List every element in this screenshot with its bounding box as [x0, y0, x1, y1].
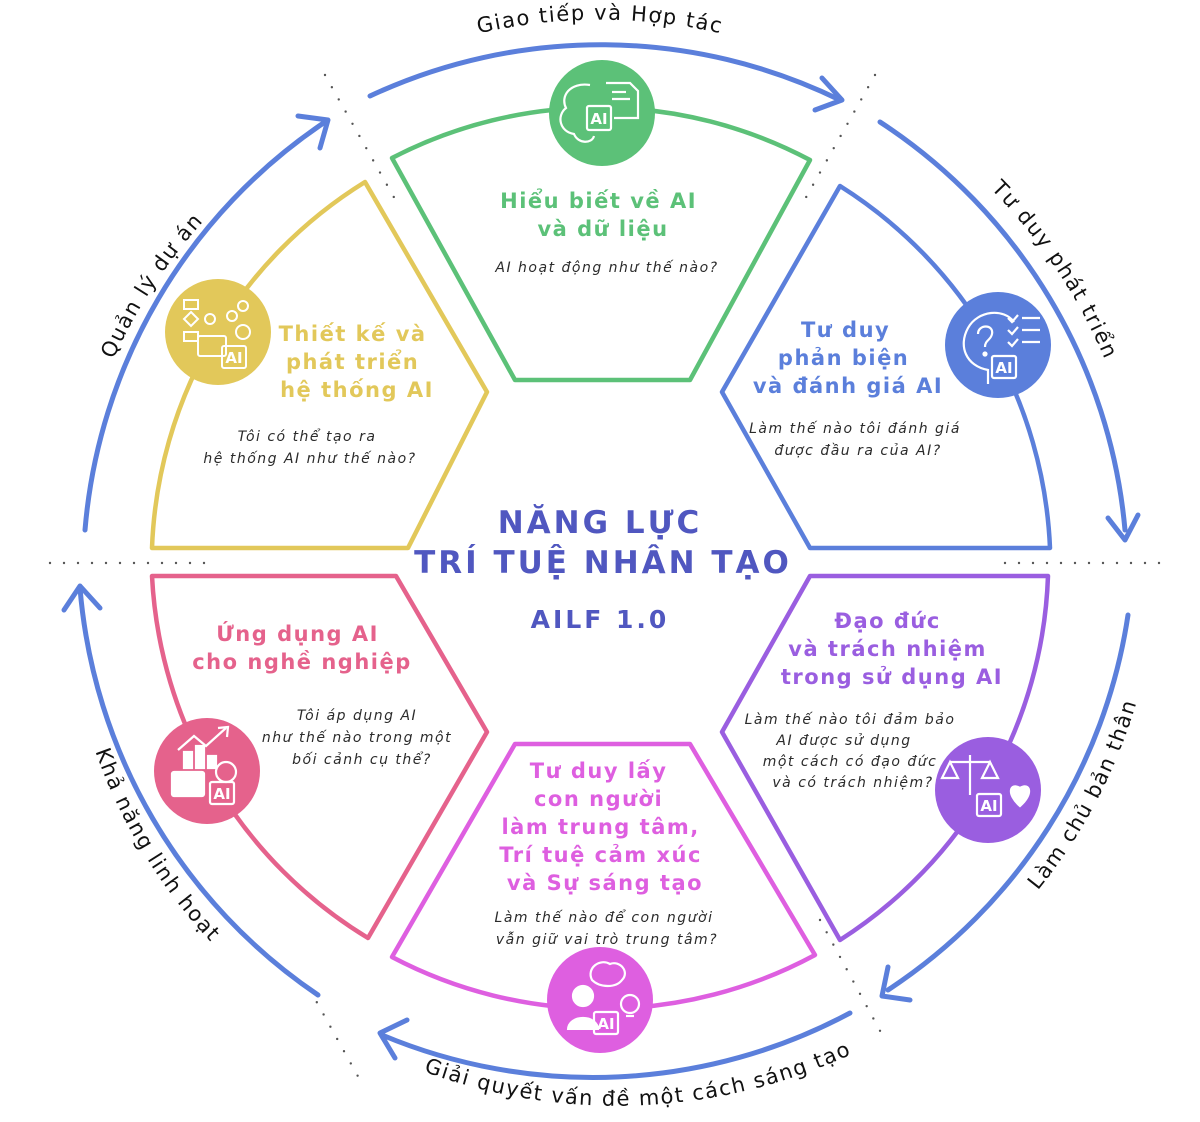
- sector-question-line: vẫn giữ vai trò trung tâm?: [496, 932, 718, 948]
- sector-title-line: và dữ liệu: [537, 217, 668, 241]
- arrow-bottom-right: [885, 612, 1131, 993]
- center-title-line-1: NĂNG LỰC: [498, 504, 703, 541]
- sector-question-line: Tôi có thể tạo ra: [238, 428, 377, 445]
- arrow-head-top-left: [295, 113, 331, 151]
- sector-question-line: AI hoạt động như thế nào?: [494, 259, 718, 276]
- sector-title-line: Tư duy lấy: [530, 759, 668, 783]
- outer-ring-arrows: [61, 42, 1141, 1080]
- sector-title-line: Tư duy: [801, 318, 890, 342]
- arrow-head-bottom-right: [879, 964, 913, 1003]
- svg-text:AI: AI: [590, 110, 607, 128]
- sector-title-line: hệ thống AI: [280, 378, 434, 402]
- sector-question-line: hệ thống AI như thế nào?: [203, 450, 416, 467]
- arrow-head-top: [812, 75, 845, 113]
- sector-title-line: Ứng dụng AI: [216, 621, 379, 646]
- arrow-bottom-left: [77, 585, 321, 998]
- sector-question-line: Làm thế nào để con người: [495, 909, 714, 926]
- arrow-top: [367, 42, 843, 103]
- ring-label-communication: Giao tiếp và Hợp tác: [475, 1, 726, 39]
- center-title: NĂNG LỰC TRÍ TUỆ NHÂN TẠO AILF 1.0: [414, 504, 792, 634]
- sector-title-line: và trách nhiệm: [788, 637, 987, 661]
- svg-text:Tôi áp dụng AI như thế n: Tôi áp dụng AI như thế nào trong một bối…: [262, 708, 458, 768]
- arrow-head-bottom-left: [61, 583, 103, 613]
- sector-ai-literacy: AI Hiểu biết về AI và dữ liệu AI hoạt độ…: [389, 60, 813, 383]
- sector-question-line: bối cảnh cụ thể?: [292, 751, 432, 768]
- sector-question-line: như thế nào trong một: [262, 729, 452, 746]
- icon-badge: [945, 292, 1051, 398]
- sector-title-line: Hiểu biết về AI: [500, 188, 697, 213]
- svg-text:AI: AI: [980, 797, 997, 815]
- scales-heart-chip-icon: [940, 755, 1031, 818]
- sector-question-line: được đầu ra của AI?: [774, 443, 941, 459]
- svg-text:Tư duy phản biện v: Tư duy phản biện và đánh giá AI: [753, 318, 943, 398]
- sector-professional-application: AI Ứng dụng AI cho nghề nghiệp Tôi áp dụ…: [149, 573, 490, 941]
- sector-question-line: Tôi áp dụng AI: [297, 708, 417, 724]
- head-question-checklist-icon: [962, 311, 1040, 384]
- arrow-head-top-right: [1105, 512, 1141, 543]
- svg-text:AI: AI: [213, 785, 230, 803]
- arrow-head-bottom: [377, 1017, 410, 1061]
- brain-chip-document-icon: [559, 81, 640, 143]
- svg-text:Tư duy lấy con người: Tư duy lấy con người làm trung tâm, Trí …: [499, 759, 711, 895]
- sector-ethics: AI Đạo đức và trách nhiệm trong sử dụng …: [719, 573, 1051, 943]
- sector-title-line: trong sử dụng AI: [781, 665, 1003, 689]
- arrow-top-right: [877, 119, 1128, 533]
- person-brain-lightbulb-icon: [566, 961, 641, 1036]
- svg-text:AI hoạt động như thế nào?: AI hoạt động như thế nào?: [494, 259, 718, 276]
- sector-question-line: AI được sử dụng: [775, 733, 911, 749]
- sector-human-centered: AI Tư duy lấy con người làm trung tâm, T…: [389, 741, 818, 1053]
- svg-text:Làm thế nào tôi đánh giá: Làm thế nào tôi đánh giá được đầu ra của…: [749, 420, 967, 459]
- sector-title-line: Trí tuệ cảm xúc: [499, 843, 702, 867]
- icon-badge: [165, 279, 271, 385]
- sector-question-line: và có trách nhiệm?: [772, 775, 933, 791]
- sector-question-line: một cách có đạo đức: [763, 754, 938, 770]
- center-title-line-2: TRÍ TUỆ NHÂN TẠO: [414, 544, 792, 581]
- sector-title-line: phản biện: [778, 346, 909, 370]
- sector-title-line: con người: [534, 787, 663, 811]
- sector-question-line: Làm thế nào tôi đảm bảo: [745, 711, 956, 728]
- sector-design-development: AI Thiết kế và phát triển hệ thống AI Tô…: [149, 179, 490, 551]
- svg-text:Đạo đức và trách nhiệm: Đạo đức và trách nhiệm trong sử dụng AI: [781, 609, 1003, 689]
- center-subtitle: AILF 1.0: [531, 605, 670, 634]
- svg-text:Thiết kế và phát triển: Thiết kế và phát triển hệ thống AI: [279, 322, 436, 402]
- svg-text:AI: AI: [995, 359, 1012, 377]
- icon-badge: [935, 737, 1041, 843]
- svg-text:Tôi có thể tạo ra hệ thố: Tôi có thể tạo ra hệ thống AI như thế nà…: [203, 428, 416, 467]
- svg-text:Làm thế nào để con người: Làm thế nào để con người vẫn giữ vai trò…: [495, 909, 720, 948]
- sector-title-line: cho nghề nghiệp: [192, 650, 412, 674]
- sector-title-line: làm trung tâm,: [501, 815, 699, 839]
- arrow-top-left: [82, 119, 328, 533]
- arrow-bottom: [379, 1010, 853, 1080]
- flowchart-briefcase-gear-icon: [182, 299, 251, 369]
- sector-question-line: Làm thế nào tôi đánh giá: [749, 420, 961, 437]
- sector-critical-thinking: AI Tư duy phản biện và đánh giá AI Làm t…: [719, 183, 1053, 551]
- sector-title-line: và đánh giá AI: [753, 374, 943, 398]
- icon-badge: [154, 718, 260, 824]
- svg-text:AI: AI: [597, 1015, 614, 1033]
- chart-briefcase-gear-icon: [170, 725, 238, 806]
- sector-title-line: phát triển: [286, 349, 419, 374]
- svg-text:AI: AI: [225, 349, 242, 367]
- sector-title-line: Đạo đức: [834, 609, 940, 633]
- svg-text:Ứng dụng AI cho nghề ngh: Ứng dụng AI cho nghề nghiệp: [192, 621, 412, 674]
- sector-title-line: và Sự sáng tạo: [507, 871, 703, 895]
- sector-title-line: Thiết kế và: [279, 322, 427, 346]
- svg-text:Làm thế nào tôi đảm bảo: Làm thế nào tôi đảm bảo AI được sử dụng …: [745, 711, 962, 791]
- svg-text:Hiểu biết về AI và dữ li: Hiểu biết về AI và dữ liệu: [500, 188, 706, 241]
